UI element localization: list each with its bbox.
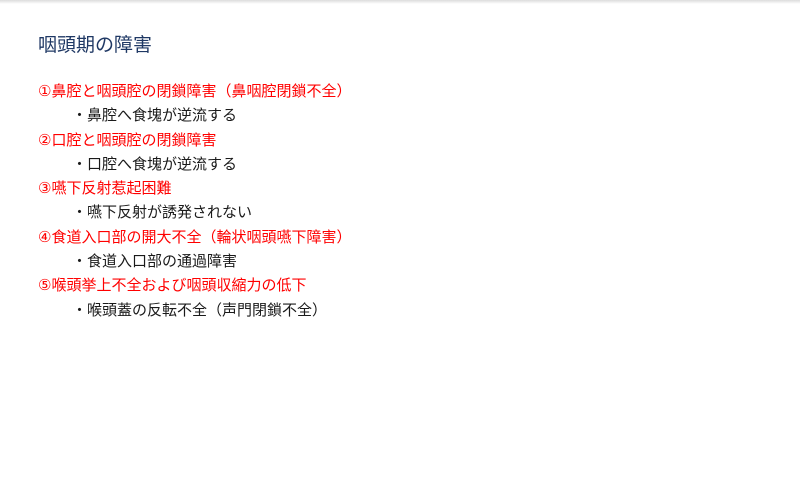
- item-3-heading: ③嚥下反射惹起困難: [38, 179, 172, 198]
- item-2-bullet: ・口腔へ食塊が逆流する: [72, 154, 238, 173]
- item-4-bullet: ・食道入口部の通過障害: [72, 252, 238, 271]
- item-5-bullet: ・喉頭蓋の反転不全（声門閉鎖不全）: [72, 300, 328, 319]
- item-1-heading: ①鼻腔と咽頭腔の閉鎖障害（鼻咽腔閉鎖不全）: [38, 82, 352, 100]
- item-1-bullet: ・鼻腔へ食塊が逆流する: [72, 106, 238, 125]
- top-edge-shadow: [0, 0, 800, 4]
- content-list: ①鼻腔と咽頭腔の閉鎖障害（鼻咽腔閉鎖不全） ・鼻腔へ食塊が逆流する ②口腔と咽頭…: [38, 79, 778, 322]
- item-3-bullet: ・嚥下反射が誘発されない: [72, 203, 253, 222]
- item-4-heading: ④食道入口部の開大不全（輪状咽頭嚥下障害）: [38, 227, 352, 246]
- item-2-heading: ②口腔と咽頭腔の閉鎖障害: [38, 130, 217, 149]
- item-5-heading: ⑤喉頭挙上不全および咽頭収縮力の低下: [38, 276, 307, 295]
- slide-title: 咽頭期の障害: [38, 34, 153, 56]
